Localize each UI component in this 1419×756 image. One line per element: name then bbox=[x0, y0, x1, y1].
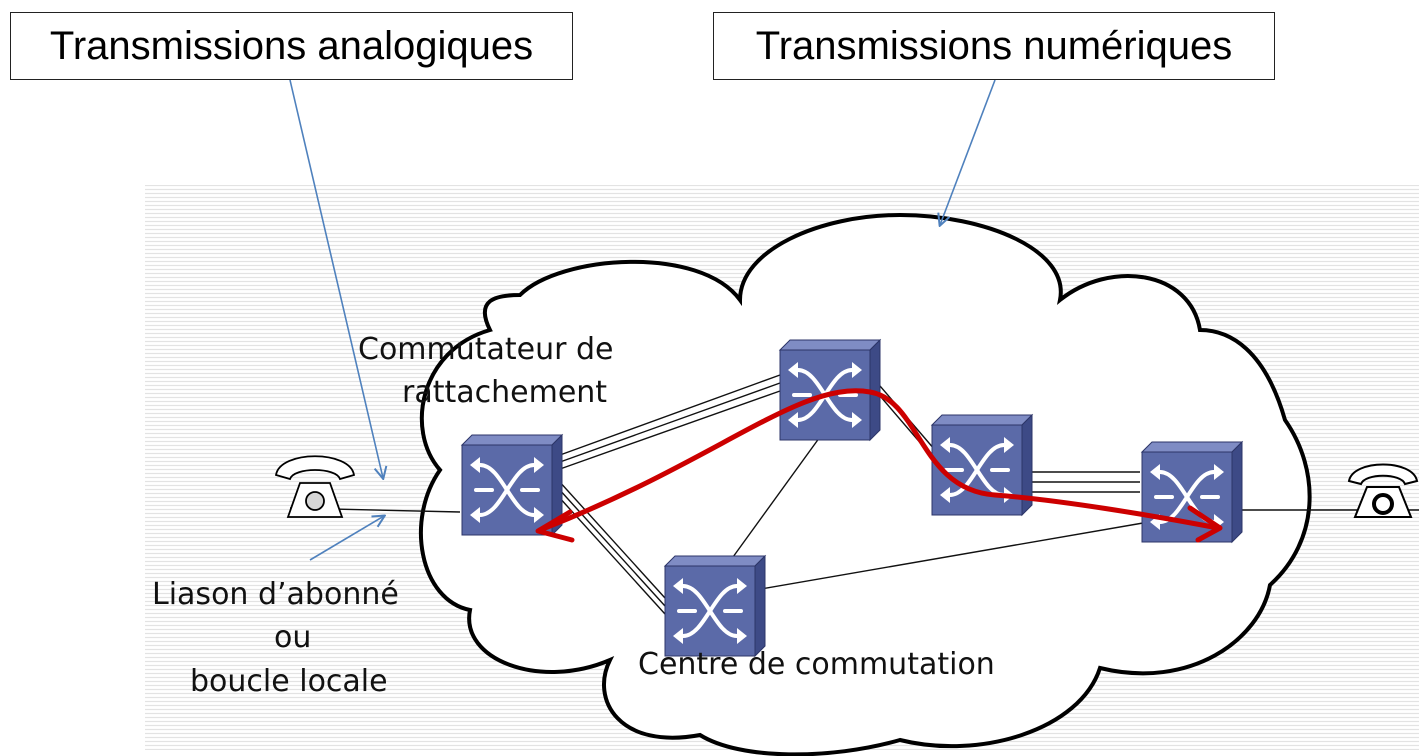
network-cloud bbox=[418, 212, 1312, 756]
label-subscriber-line2: ou bbox=[274, 620, 312, 655]
switch-icon-right bbox=[1140, 440, 1244, 544]
telephone-icon-left bbox=[274, 455, 356, 518]
call-path bbox=[535, 388, 1223, 543]
label-switch-line1: Commutateur de bbox=[358, 332, 614, 367]
label-subscriber-line1: Liason d’abonné bbox=[152, 577, 399, 612]
telephone-icon-right bbox=[1347, 463, 1419, 518]
callout-arrows bbox=[289, 79, 996, 561]
label-exchange: Centre de commutation bbox=[638, 647, 995, 682]
callout-analog-text: Transmissions analogiques bbox=[49, 23, 534, 68]
label-subscriber-line3: boucle locale bbox=[190, 664, 388, 699]
label-switch-line2: rattachement bbox=[402, 375, 608, 410]
switch-icon-centre bbox=[663, 554, 767, 658]
callout-digital: Transmissions numériques bbox=[713, 12, 1275, 80]
switch-icon-middle bbox=[930, 413, 1034, 517]
callout-analog: Transmissions analogiques bbox=[10, 12, 573, 80]
switch-icon-rattachement bbox=[460, 433, 564, 537]
callout-digital-text: Transmissions numériques bbox=[755, 23, 1233, 68]
